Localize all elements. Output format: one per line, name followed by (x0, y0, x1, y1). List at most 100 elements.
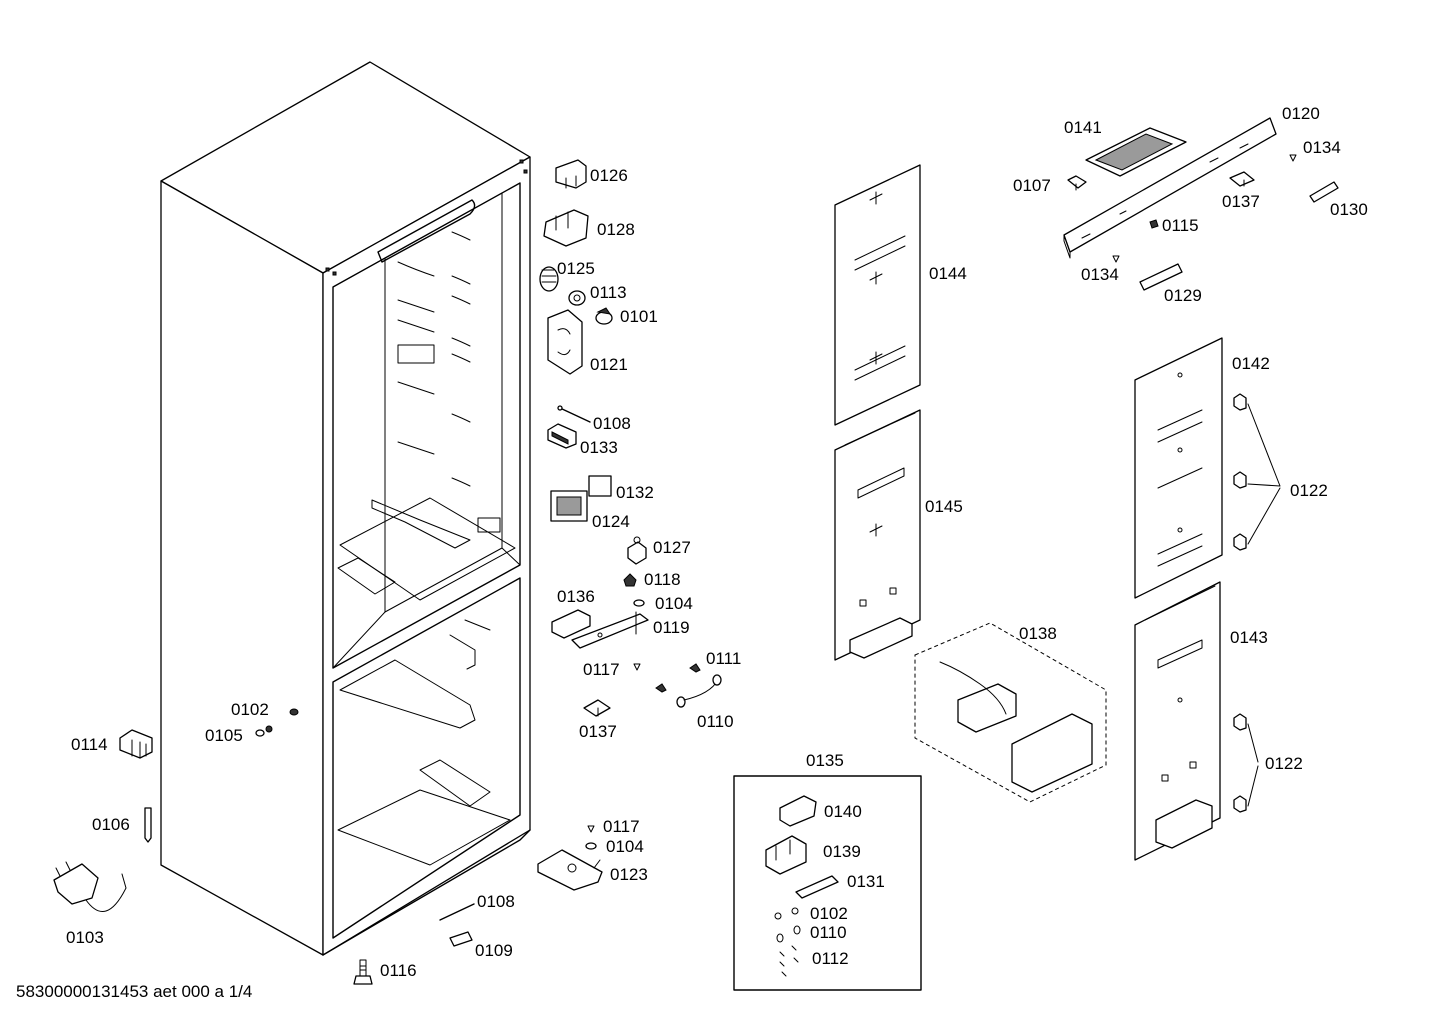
part-0134b-icon (1112, 255, 1120, 263)
fridge-cabinet (160, 61, 531, 956)
part-0118-icon (623, 573, 637, 587)
part-0130-icon (1309, 181, 1339, 203)
part-0109-icon (449, 931, 473, 947)
part-0138-icon (914, 622, 1107, 803)
part-0108b-icon (439, 903, 475, 921)
part-label-0114: 0114 (71, 735, 108, 754)
part-0119-icon (571, 611, 649, 649)
part-0102-icon (289, 708, 299, 716)
part-0134-icon (1289, 154, 1297, 162)
part-label-0121: 0121 (590, 355, 628, 374)
part-0141-icon (1085, 127, 1187, 177)
part-0137-icon (583, 699, 611, 717)
part-0142-icon (1134, 337, 1223, 599)
part-0140-icon (779, 795, 817, 827)
part-label-0117: 0117 (583, 660, 620, 679)
part-label-0112: 0112 (812, 949, 849, 968)
part-0104b-icon (585, 842, 597, 850)
part-0114-icon (119, 729, 153, 759)
part-label-0110-b: 0110 (810, 923, 847, 942)
part-0110b-icon (776, 925, 801, 943)
part-label-0129: 0129 (1164, 286, 1202, 305)
part-0145-icon (834, 409, 921, 661)
part-label-0111: 0111 (706, 649, 742, 668)
part-0117-icon (633, 663, 641, 671)
part-label-0139: 0139 (823, 842, 861, 861)
part-0133-icon (547, 423, 577, 449)
part-0103-icon (53, 861, 127, 912)
part-0131-icon (795, 875, 839, 899)
part-label-0120: 0120 (1282, 104, 1320, 123)
part-label-0122: 0122 (1290, 481, 1328, 500)
part-0120-icon (1063, 117, 1277, 259)
part-label-0113: 0113 (590, 283, 627, 302)
part-label-0126: 0126 (590, 166, 628, 185)
part-label-0137: 0137 (579, 722, 617, 741)
part-label-0134: 0134 (1303, 138, 1341, 157)
part-label-0110: 0110 (697, 712, 734, 731)
part-label-0125: 0125 (557, 259, 595, 278)
part-0113-icon (568, 290, 586, 306)
part-0102b-icon (774, 907, 799, 920)
part-label-0133: 0133 (580, 438, 618, 457)
part-label-0106: 0106 (92, 815, 130, 834)
part-0123-icon (537, 849, 603, 891)
part-0125-icon (539, 266, 559, 292)
part-label-0142: 0142 (1232, 354, 1270, 373)
part-0106-icon (144, 807, 152, 843)
part-label-0104: 0104 (655, 594, 693, 613)
part-label-0102: 0102 (231, 700, 269, 719)
part-label-0140: 0140 (824, 802, 862, 821)
part-label-0122-b: 0122 (1265, 754, 1303, 773)
part-0108-icon (557, 405, 591, 423)
part-label-0135: 0135 (806, 751, 844, 770)
part-0128-icon (543, 209, 589, 247)
part-0126-icon (555, 159, 587, 189)
part-label-0102-b: 0102 (810, 904, 848, 923)
part-0139-icon (765, 835, 807, 875)
part-label-0116: 0116 (380, 961, 417, 980)
part-0116-icon (353, 959, 373, 985)
part-0135-box (733, 775, 922, 991)
part-0105-icon (255, 725, 273, 737)
part-label-0130: 0130 (1330, 200, 1368, 219)
part-0101-icon (595, 307, 613, 325)
part-label-0128: 0128 (597, 220, 635, 239)
document-id: 58300000131453 aet 000 a 1/4 (16, 982, 253, 1001)
part-0110-icon (676, 674, 722, 708)
part-label-0124: 0124 (592, 512, 630, 531)
part-0136-icon (551, 609, 591, 639)
part-label-0101: 0101 (620, 307, 658, 326)
part-0137b-icon (1229, 171, 1255, 187)
part-0144-icon (834, 164, 921, 426)
part-label-0108-b: 0108 (477, 892, 515, 911)
part-0107-icon (1067, 175, 1087, 191)
part-label-0108: 0108 (593, 414, 631, 433)
part-0117b-icon (587, 825, 595, 833)
part-0104-icon (633, 599, 645, 607)
part-label-0117-b: 0117 (603, 817, 640, 836)
part-0111-icon (655, 663, 701, 693)
part-label-0136: 0136 (557, 587, 595, 606)
part-0115-icon (1149, 219, 1159, 229)
part-label-0131: 0131 (847, 872, 885, 891)
part-label-0107: 0107 (1013, 176, 1051, 195)
part-label-0132: 0132 (616, 483, 654, 502)
part-label-0115: 0115 (1162, 216, 1199, 235)
part-label-0119: 0119 (653, 618, 690, 637)
part-label-0118: 0118 (644, 570, 681, 589)
part-label-0109: 0109 (475, 941, 513, 960)
part-label-0137-b: 0137 (1222, 192, 1260, 211)
part-0121-icon (547, 309, 583, 375)
part-label-0138: 0138 (1019, 624, 1057, 643)
part-label-0145: 0145 (925, 497, 963, 516)
part-0129-icon (1139, 263, 1183, 291)
part-label-0104-b: 0104 (606, 837, 644, 856)
part-label-0141: 0141 (1064, 118, 1102, 137)
part-0122b-icon (1233, 713, 1259, 813)
part-0112-icon (779, 945, 799, 977)
part-label-0123: 0123 (610, 865, 648, 884)
part-label-0127: 0127 (653, 538, 691, 557)
